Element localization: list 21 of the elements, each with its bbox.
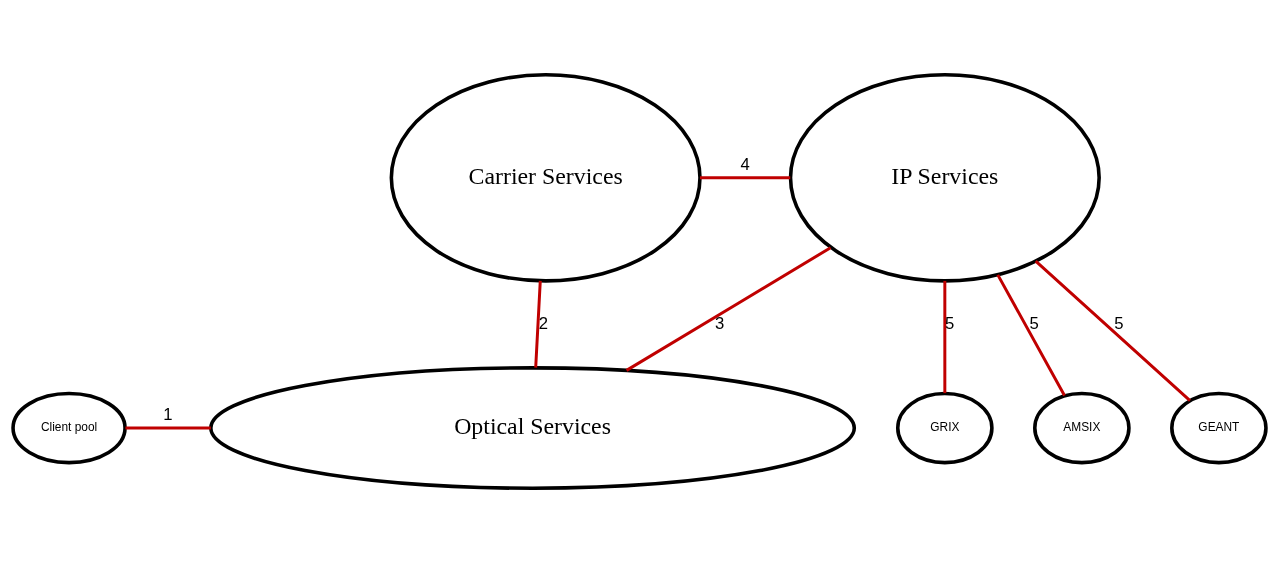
node-ellipse: IP Services bbox=[788, 72, 1101, 283]
edge-label: 5 bbox=[944, 313, 955, 333]
edge-label: 3 bbox=[714, 313, 725, 333]
node-ellipse: GRIX bbox=[896, 391, 994, 464]
connector bbox=[125, 426, 211, 430]
connector bbox=[996, 273, 1066, 396]
node-ellipse: GEANT bbox=[1170, 391, 1268, 464]
connector bbox=[625, 245, 832, 372]
connector bbox=[700, 175, 791, 179]
node-ellipse: Optical Services bbox=[209, 365, 857, 490]
connector bbox=[534, 280, 542, 368]
connector bbox=[1034, 259, 1191, 402]
node-ellipse: Client pool bbox=[11, 391, 127, 464]
edge-label: 5 bbox=[1114, 313, 1124, 333]
edge-label: 2 bbox=[538, 313, 548, 333]
edge-label: 4 bbox=[740, 154, 750, 174]
edge-label: 1 bbox=[163, 404, 173, 424]
node-ellipse: Carrier Services bbox=[389, 72, 702, 283]
connector bbox=[943, 280, 947, 393]
edge-label: 5 bbox=[1029, 313, 1039, 333]
node-ellipse: AMSIX bbox=[1033, 391, 1131, 464]
